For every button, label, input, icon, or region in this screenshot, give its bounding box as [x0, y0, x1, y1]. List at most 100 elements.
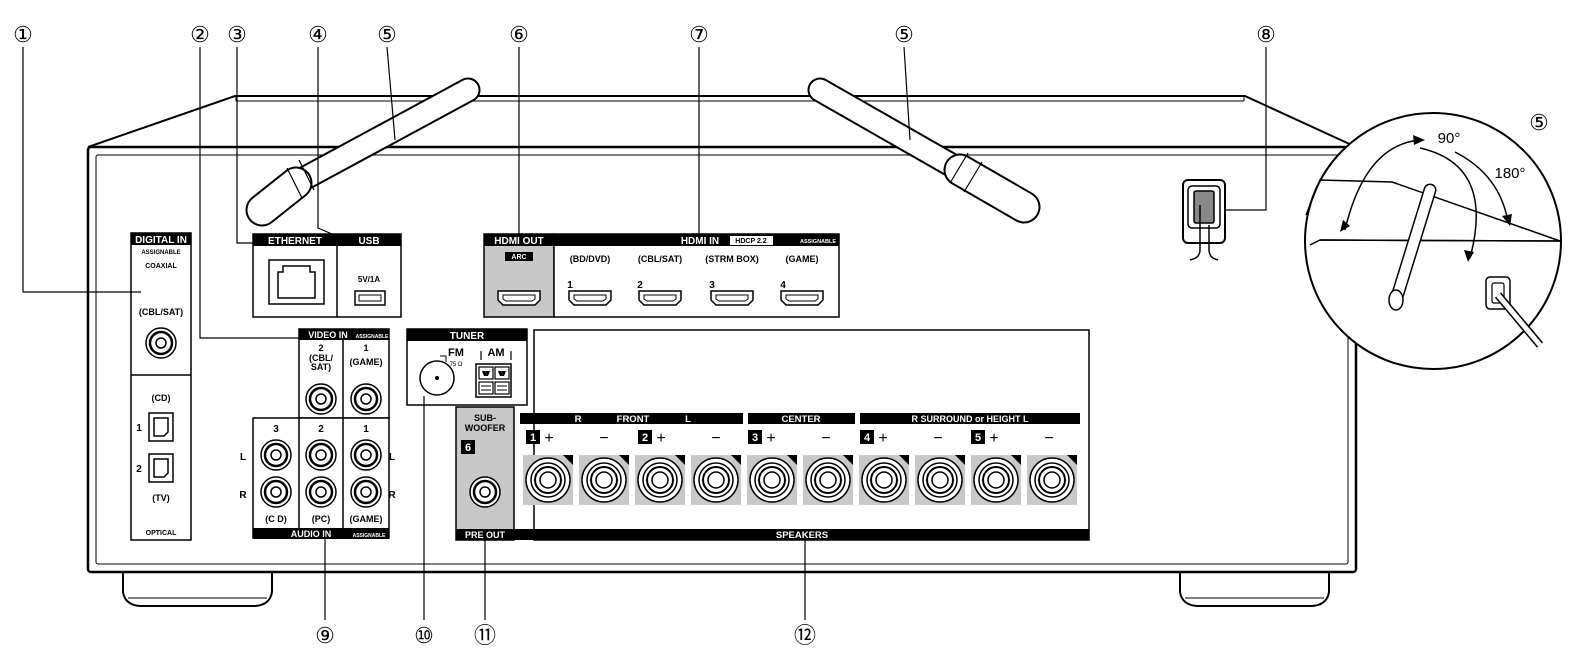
audio-in-3-right-jack[interactable] — [259, 475, 293, 509]
audio-in-3-number: 3 — [273, 424, 279, 435]
hdmi-in-port-4[interactable] — [780, 290, 824, 306]
channel-4-number: 4 — [864, 432, 871, 444]
audio-in-1-right-jack[interactable] — [349, 475, 383, 509]
audio-in-left-label-b: L — [389, 452, 395, 463]
channel-5-number: 5 — [975, 432, 981, 444]
channel-5-plus: + — [989, 430, 998, 447]
speaker-terminal-1-minus[interactable] — [578, 454, 630, 506]
hdmi-in-4-label: (GAME) — [786, 254, 819, 264]
channel-1-number: 1 — [530, 432, 536, 444]
am-antenna-terminal[interactable] — [475, 363, 512, 398]
hdmi-in-4-number: 4 — [780, 280, 786, 291]
coaxial-cbl-sat-label: (CBL/SAT) — [139, 307, 183, 317]
subwoofer-label-a: SUB- — [474, 413, 496, 423]
channel-4-minus: − — [933, 430, 942, 447]
callout-4: ④ — [308, 22, 328, 47]
hdmi-out-port[interactable] — [497, 290, 541, 306]
video-in-jack-1[interactable] — [349, 382, 383, 416]
video-in-title: VIDEO IN — [308, 330, 348, 340]
audio-in-right-label-a: R — [239, 490, 247, 501]
audio-in-assignable: ASSIGNABLE — [353, 533, 386, 539]
subwoofer-number: 6 — [465, 442, 471, 454]
hdmi-in-assignable: ASSIGNABLE — [800, 239, 836, 245]
detail-power-inlet — [1485, 276, 1544, 348]
callout-5-left: ⑤ — [377, 22, 397, 47]
channel-3-plus: + — [766, 430, 775, 447]
audio-in-3-label: (C D) — [265, 514, 287, 524]
optical-jack-2[interactable] — [148, 453, 174, 483]
hdmi-out-arc: ARC — [511, 254, 526, 261]
optical-label: OPTICAL — [146, 530, 177, 537]
callout-12: ⑫ — [794, 623, 816, 648]
callout-9: ⑨ — [315, 623, 335, 648]
digital-in-assignable: ASSIGNABLE — [141, 250, 180, 256]
speaker-terminal-3-minus[interactable] — [802, 454, 854, 506]
speaker-terminal-3-plus[interactable] — [746, 454, 798, 506]
wireless-antenna-right[interactable] — [807, 77, 1041, 224]
antenna-rotation-detail: 90° 180° — [1304, 112, 1562, 370]
front-left-label: L — [685, 414, 691, 425]
power-cord-inlet[interactable] — [1182, 179, 1226, 261]
wireless-antenna-left[interactable] — [245, 77, 481, 227]
channel-3-number: 3 — [752, 432, 758, 444]
digital-in-title: DIGITAL IN — [135, 235, 187, 246]
video-in-assignable: ASSIGNABLE — [356, 334, 389, 340]
callout-7: ⑦ — [689, 22, 709, 47]
audio-in-2-right-jack[interactable] — [304, 475, 338, 509]
audio-in-2-left-jack[interactable] — [304, 438, 338, 472]
speaker-channel-labels: 1 + − 2 + − 3 + − 4 + − 5 + − — [526, 430, 1054, 447]
speaker-terminal-4-plus[interactable] — [858, 454, 910, 506]
callout-11: ⑪ — [474, 623, 496, 648]
speaker-terminal-5-minus[interactable] — [1026, 454, 1078, 506]
speaker-terminal-5-plus[interactable] — [970, 454, 1022, 506]
hdmi-out-panel: HDMI OUT ARC — [483, 233, 555, 318]
speaker-terminal-2-plus[interactable] — [634, 454, 686, 506]
ethernet-title: ETHERNET — [268, 236, 322, 247]
tuner-panel: TUNER FM 75 Ω AM — [406, 328, 528, 406]
audio-in-3-left-jack[interactable] — [259, 438, 293, 472]
surround-label: R SURROUND or HEIGHT L — [912, 414, 1030, 424]
fm-antenna-jack[interactable] — [419, 360, 455, 396]
subwoofer-pre-out-jack[interactable] — [468, 475, 502, 509]
audio-in-2-number: 2 — [318, 424, 324, 435]
video-in-1-label: (GAME) — [350, 357, 383, 367]
usb-port[interactable] — [354, 290, 386, 306]
channel-3-minus: − — [821, 430, 830, 447]
speaker-terminal-2-minus[interactable] — [690, 454, 742, 506]
audio-in-1-left-jack[interactable] — [349, 438, 383, 472]
callout-5-detail: ⑤ — [1529, 110, 1549, 135]
ethernet-port[interactable] — [268, 259, 325, 305]
hdmi-in-3-label: (STRM BOX) — [705, 254, 759, 264]
hdmi-in-3-number: 3 — [709, 280, 715, 291]
video-in-jack-2[interactable] — [304, 382, 338, 416]
hdmi-in-2-number: 2 — [637, 280, 643, 291]
rotation-arrow-180 — [1419, 147, 1477, 259]
subwoofer-panel: PRE OUT SUB- WOOFER 6 — [455, 406, 515, 541]
channel-2-plus: + — [656, 430, 665, 447]
foot-left — [122, 571, 273, 607]
front-right-label: R — [575, 414, 582, 425]
callout-2: ② — [190, 22, 210, 47]
audio-in-right-label-b: R — [388, 490, 396, 501]
hdmi-in-panel: HDMI IN HDCP 2.2 ASSIGNABLE (BD/DVD) 1 (… — [553, 233, 840, 318]
channel-2-number: 2 — [642, 432, 648, 444]
optical-tv-label: (TV) — [152, 493, 170, 503]
optical-2-number: 2 — [136, 464, 142, 475]
speaker-terminal-4-minus[interactable] — [914, 454, 966, 506]
callout-3: ③ — [227, 22, 247, 47]
hdmi-in-port-1[interactable] — [568, 290, 612, 306]
hdmi-in-port-2[interactable] — [638, 290, 682, 306]
optical-jack-1[interactable] — [148, 412, 174, 442]
callout-5-right: ⑤ — [894, 22, 914, 47]
hdmi-in-port-3[interactable] — [710, 290, 754, 306]
video-in-2-label-b: SAT) — [311, 362, 331, 372]
rotation-180-label: 180° — [1494, 165, 1525, 182]
speaker-terminal-1-plus[interactable] — [522, 454, 574, 506]
channel-4-plus: + — [878, 430, 887, 447]
am-label: AM — [487, 347, 504, 359]
coaxial-jack[interactable] — [144, 326, 178, 360]
callout-8: ⑧ — [1256, 22, 1276, 47]
usb-rating: 5V/1A — [358, 275, 380, 284]
digital-in-panel: DIGITAL IN ASSIGNABLE COAXIAL (CBL/SAT) … — [130, 232, 192, 541]
foot-right — [1179, 571, 1330, 607]
